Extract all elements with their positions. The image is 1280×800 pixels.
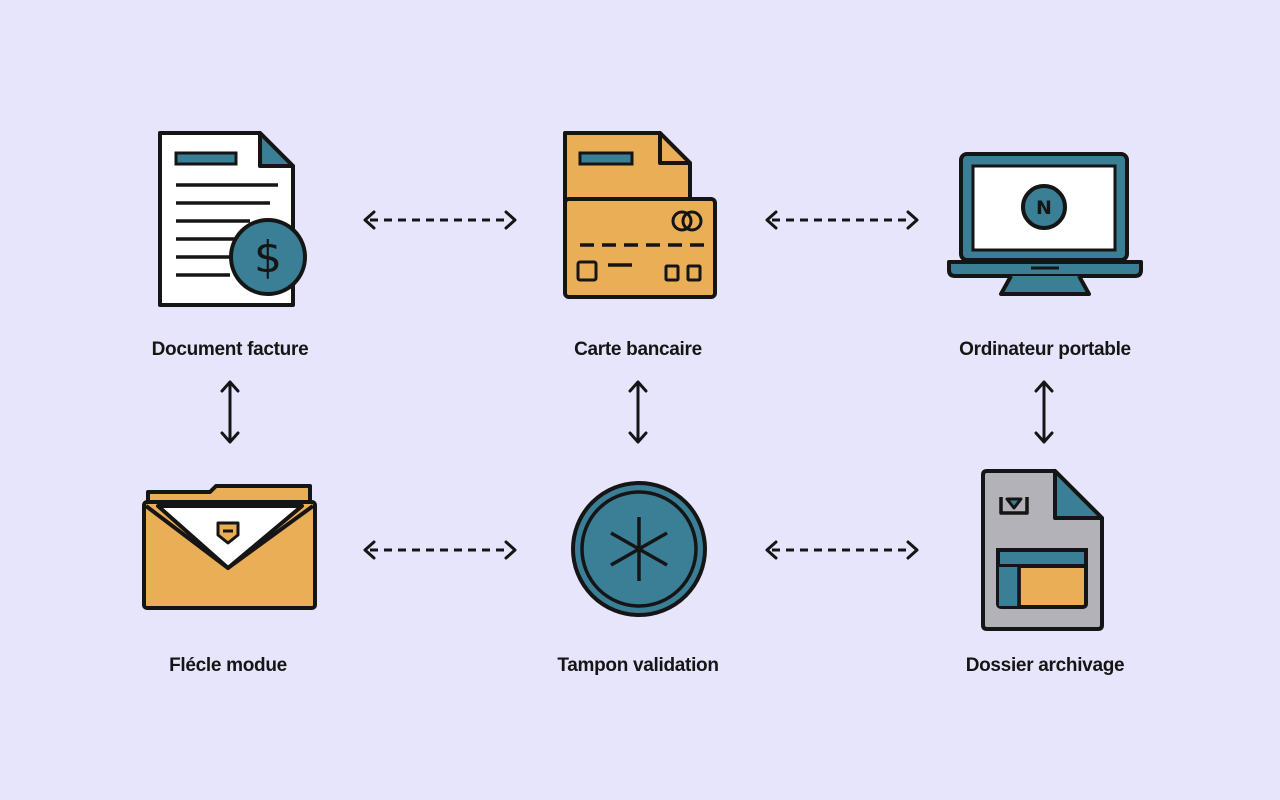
node-stamp bbox=[567, 477, 712, 622]
credit-card-icon bbox=[563, 131, 717, 299]
node-label-card: Carte bancaire bbox=[574, 339, 702, 360]
connector-invoice-envelope bbox=[220, 380, 240, 444]
node-archive bbox=[975, 465, 1115, 635]
node-label-envelope: Flécle modue bbox=[169, 655, 287, 676]
node-laptop: N bbox=[945, 150, 1145, 300]
connector-envelope-stamp bbox=[363, 540, 517, 560]
node-envelope bbox=[140, 480, 320, 615]
stamp-icon bbox=[571, 481, 707, 617]
node-label-invoice: Document facture bbox=[151, 339, 309, 360]
svg-text:$: $ bbox=[254, 232, 282, 283]
connector-stamp-archive bbox=[765, 540, 919, 560]
connector-card-laptop bbox=[765, 210, 919, 230]
connector-laptop-archive bbox=[1034, 380, 1054, 444]
laptop-screen-glyph: N bbox=[1036, 197, 1052, 219]
envelope-icon bbox=[142, 484, 317, 610]
archive-file-icon bbox=[981, 469, 1104, 631]
node-label-laptop: Ordinateur portable bbox=[959, 339, 1131, 360]
node-card bbox=[560, 125, 730, 315]
node-label-stamp: Tampon validation bbox=[557, 655, 719, 676]
connector-card-stamp bbox=[628, 380, 648, 444]
invoice-dollar-icon: $ bbox=[158, 131, 307, 307]
laptop-icon: N bbox=[947, 152, 1143, 296]
node-label-archive: Dossier archivage bbox=[965, 655, 1125, 676]
connector-invoice-card bbox=[363, 210, 517, 230]
node-invoice: $ bbox=[150, 125, 320, 315]
laptop-screen-badge bbox=[1021, 184, 1067, 230]
